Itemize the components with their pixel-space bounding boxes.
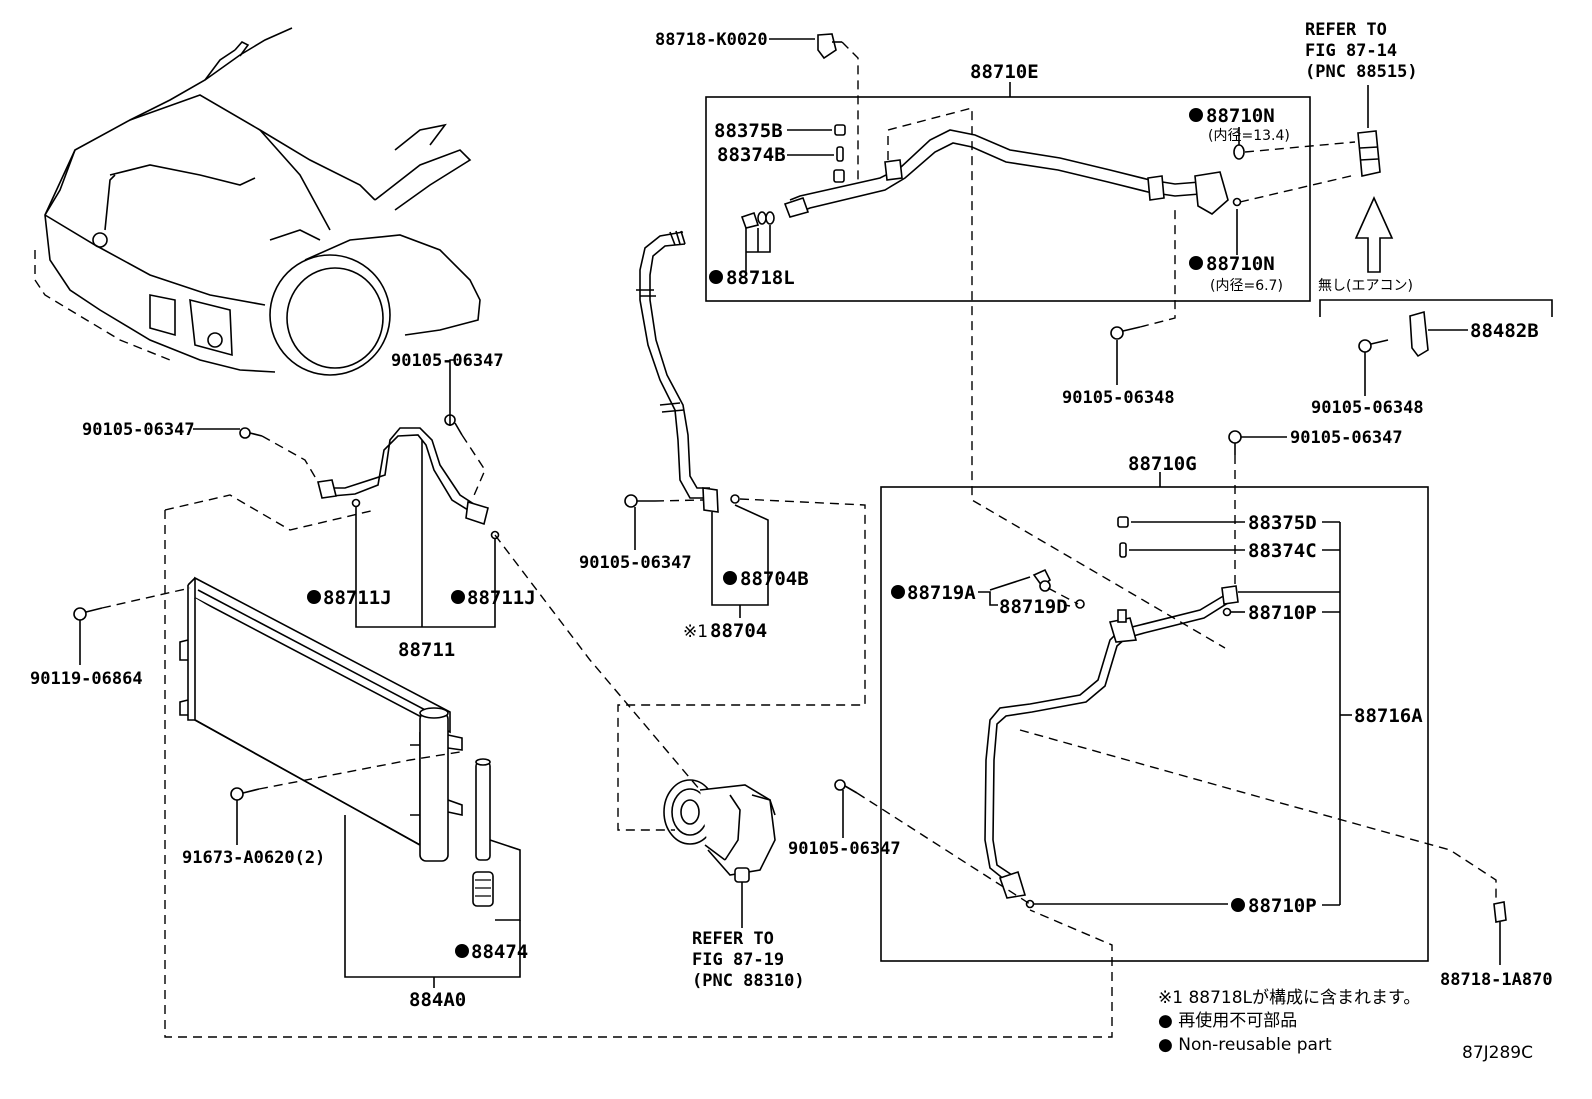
footnote-non-reusable-en: ● Non-reusable part <box>1158 1035 1332 1055</box>
label-88375d: 88375D <box>1248 512 1317 534</box>
bolt-icon <box>624 494 655 508</box>
non-reusable-dot-icon <box>1189 256 1203 270</box>
bolt-icon <box>1228 430 1242 455</box>
dashed-connectors <box>101 41 1497 1038</box>
label-88716a: 88716A <box>1354 705 1423 727</box>
non-reusable-dot-icon <box>709 270 723 284</box>
label-88704b: 88704B <box>740 568 809 590</box>
bolt-icon <box>1358 339 1389 353</box>
label-90105-06348-b: 90105-06348 <box>1311 398 1424 418</box>
note-1-mark: ※1 <box>683 622 708 642</box>
refer-fig-87-14-line3: (PNC 88515) <box>1305 62 1418 82</box>
non-reusable-dot-icon <box>1189 108 1203 122</box>
label-90105-06348-a: 90105-06348 <box>1062 388 1175 408</box>
refer-fig-87-19-line1: REFER TO <box>692 929 774 949</box>
bracket-88482b-icon <box>1409 310 1429 358</box>
label-91673-a0620: 91673-A0620(2) <box>182 848 325 868</box>
vehicle-front-illustration <box>34 27 481 376</box>
refer-fig-87-19-line2: FIG 87-19 <box>692 950 784 970</box>
non-reusable-dot-icon <box>891 585 905 599</box>
label-88718-k0020: 88718-K0020 <box>655 30 768 50</box>
bolt-icon <box>1110 326 1141 340</box>
label-90105-06347-top: 90105-06347 <box>391 351 504 371</box>
bolt-icon <box>239 427 263 439</box>
label-88719d: 88719D <box>999 596 1068 618</box>
non-reusable-dot-icon <box>1231 898 1245 912</box>
figure-code: 87J289C <box>1462 1043 1533 1063</box>
non-reusable-dot-icon <box>451 590 465 604</box>
refer-fig-87-19-line3: (PNC 88310) <box>692 971 805 991</box>
label-88474: 88474 <box>471 941 528 963</box>
label-88374c: 88374C <box>1248 540 1317 562</box>
label-88374b: 88374B <box>717 144 786 166</box>
label-90105-06347-mid: 90105-06347 <box>579 553 692 573</box>
label-88718-1a870: 88718-1A870 <box>1440 970 1553 990</box>
condenser-assembly <box>179 576 494 907</box>
label-90119-06864: 90119-06864 <box>30 669 143 689</box>
label-88710g: 88710G <box>1128 453 1197 475</box>
non-reusable-dot-icon <box>455 944 469 958</box>
discharge-hose-88711 <box>317 427 500 540</box>
label-without-ac: 無し(エアコン) <box>1318 278 1413 294</box>
label-88710n-top: 88710N <box>1206 105 1275 127</box>
liquid-pipe-88710g-box <box>880 486 1429 962</box>
bolt-icon <box>230 787 260 801</box>
footnote-non-reusable-jp: ● 再使用不可部品 <box>1158 1010 1297 1031</box>
refer-fig-87-14-line1: REFER TO <box>1305 20 1387 40</box>
liquid-pipe-88710e-box <box>705 96 1311 302</box>
bolt-icon <box>834 779 858 794</box>
refer-fig-87-14-line2: FIG 87-14 <box>1305 41 1397 61</box>
label-90105-06347-compressor: 90105-06347 <box>788 839 901 859</box>
label-88375b: 88375B <box>714 120 783 142</box>
label-88719a: 88719A <box>907 582 976 604</box>
sensor-88718-icon <box>1493 901 1507 923</box>
label-88711j-a: 88711J <box>323 587 392 609</box>
label-88718l: 88718L <box>726 267 795 289</box>
part-labels: 88718-K0020 88710E REFER TO FIG 87-14 (P… <box>30 20 1553 1063</box>
label-90105-06347-left: 90105-06347 <box>82 420 195 440</box>
label-90105-06347-right: 90105-06347 <box>1290 428 1403 448</box>
ac-compressor <box>663 779 776 883</box>
label-88710n-top-spec: (内径=13.4) <box>1208 128 1290 144</box>
bolt-icon <box>73 607 103 621</box>
label-884a0: 884A0 <box>409 989 466 1011</box>
footnote-1: ※1 88718Lが構成に含まれます。 <box>1158 988 1420 1008</box>
label-88710e: 88710E <box>970 61 1039 83</box>
label-88482b: 88482B <box>1470 320 1539 342</box>
label-88710p-bottom: 88710P <box>1248 895 1317 917</box>
label-88710n-bottom: 88710N <box>1206 253 1275 275</box>
sensor-88718-icon <box>817 33 842 60</box>
leader-lines <box>79 38 1553 988</box>
non-reusable-dot-icon <box>307 590 321 604</box>
label-88710n-bottom-spec: (内径=6.7) <box>1210 278 1283 294</box>
label-88711j-b: 88711J <box>467 587 536 609</box>
label-88710p-top: 88710P <box>1248 602 1317 624</box>
label-88704: 88704 <box>710 620 767 642</box>
label-88711: 88711 <box>398 639 455 661</box>
bolt-icon <box>444 414 463 436</box>
bolts <box>73 33 1507 923</box>
non-reusable-dot-icon <box>723 571 737 585</box>
suction-hose-88704 <box>636 230 740 513</box>
evaporator-connection-ref <box>1354 85 1394 273</box>
